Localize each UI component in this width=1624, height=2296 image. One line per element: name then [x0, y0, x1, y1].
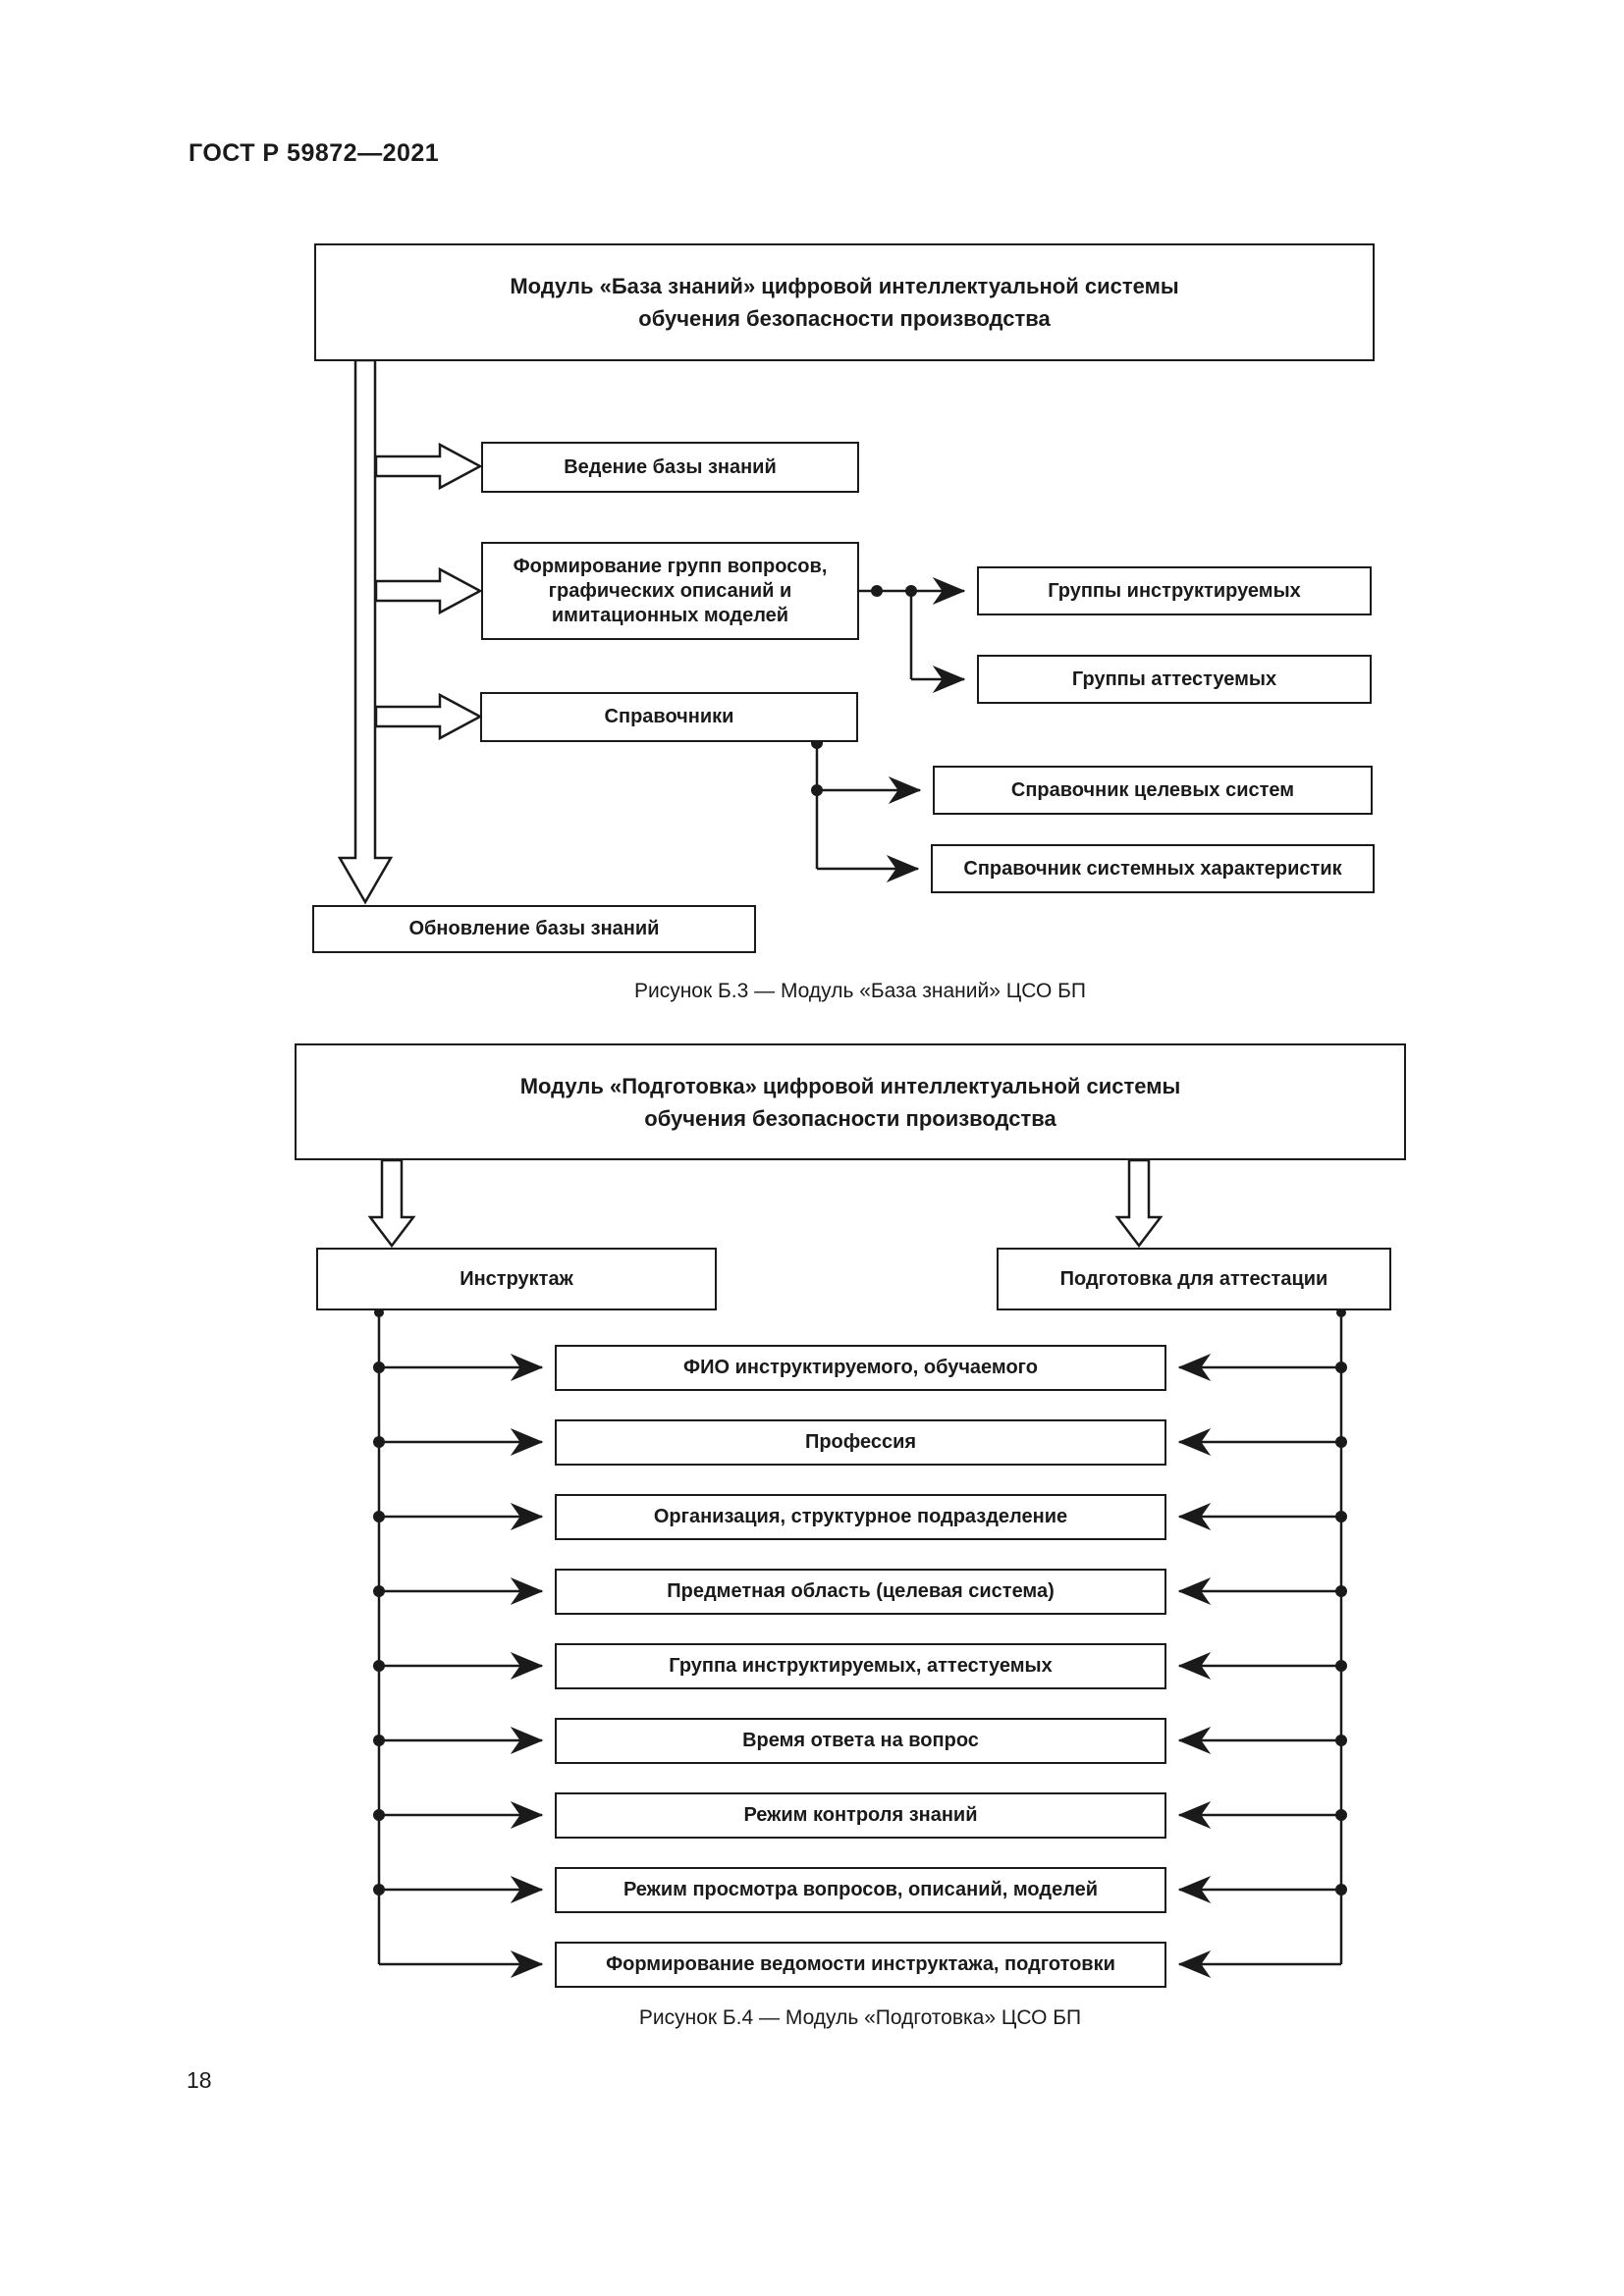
b4-title-line1: Модуль «Подготовка» цифровой интеллектуа… — [519, 1073, 1181, 1098]
b4-down-block-arrow-left — [367, 1158, 416, 1249]
node-gruppy-attestuemyh: Группы аттестуемых — [977, 655, 1372, 704]
node-obnovlenie-bazy-znaniy: Обновление базы знаний — [312, 905, 756, 953]
node-spravochnik-sistemnyh-harakteristik: Справочник системных характеристик — [931, 844, 1375, 893]
b3-thin-connectors — [815, 577, 966, 882]
b3-down-block-arrow — [337, 358, 394, 905]
b4-thin-connectors — [377, 1309, 1343, 1978]
node-vedenie-bazy-znaniy: Ведение базы знаний — [481, 442, 859, 493]
node-formirovanie-grupp: Формирование групп вопросов, графических… — [481, 542, 859, 640]
b4-junction-dots — [373, 1308, 1347, 1896]
b3-hollow-arrows — [337, 358, 483, 905]
page-number: 18 — [187, 2067, 212, 2093]
node-gruppy-instruktiruemyh: Группы инструктируемых — [977, 566, 1372, 615]
node-organizatsiya: Организация, структурное подразделение — [555, 1494, 1166, 1540]
b4-down-block-arrow-right — [1114, 1158, 1164, 1249]
figure-b4-caption: Рисунок Б.4 — Модуль «Подготовка» ЦСО БП — [638, 2006, 1082, 2029]
b3-right-block-arrow-1 — [374, 442, 483, 491]
b3-right-block-arrow-2 — [374, 566, 483, 615]
b3-title-line2: обучения безопасности производства — [638, 306, 1051, 331]
node-gruppa: Группа инструктируемых, аттестуемых — [555, 1643, 1166, 1689]
node-vremya-otveta: Время ответа на вопрос — [555, 1718, 1166, 1764]
node-spravochniki: Справочники — [480, 692, 858, 742]
node-rezhim-kontrolya: Режим контроля знаний — [555, 1792, 1166, 1839]
document-header: ГОСТ Р 59872—2021 — [189, 139, 440, 167]
node-rezhim-prosmotra: Режим просмотра вопросов, описаний, моде… — [555, 1867, 1166, 1913]
b4-title-line2: обучения безопасности производства — [644, 1105, 1056, 1131]
b3-title-box: Модуль «База знаний» цифровой интеллекту… — [314, 243, 1375, 361]
node-professiya: Профессия — [555, 1419, 1166, 1466]
b3-title-line1: Модуль «База знаний» цифровой интеллекту… — [510, 274, 1179, 298]
figure-b3-caption: Рисунок Б.3 — Модуль «База знаний» ЦСО Б… — [633, 980, 1087, 1002]
b4-title-box: Модуль «Подготовка» цифровой интеллектуа… — [295, 1043, 1406, 1160]
node-podgotovka-dlya-attestatsii: Подготовка для аттестации — [997, 1248, 1391, 1310]
b3-right-block-arrow-3 — [374, 692, 483, 741]
node-fio: ФИО инструктируемого, обучаемого — [555, 1345, 1166, 1391]
node-predmetnaya-oblast: Предметная область (целевая система) — [555, 1569, 1166, 1615]
node-formirovanie-vedomosti: Формирование ведомости инструктажа, подг… — [555, 1942, 1166, 1988]
node-spravochnik-tselevyh-sistem: Справочник целевых систем — [933, 766, 1373, 815]
b4-hollow-arrows — [367, 1158, 1164, 1249]
node-instruktazh: Инструктаж — [316, 1248, 717, 1310]
